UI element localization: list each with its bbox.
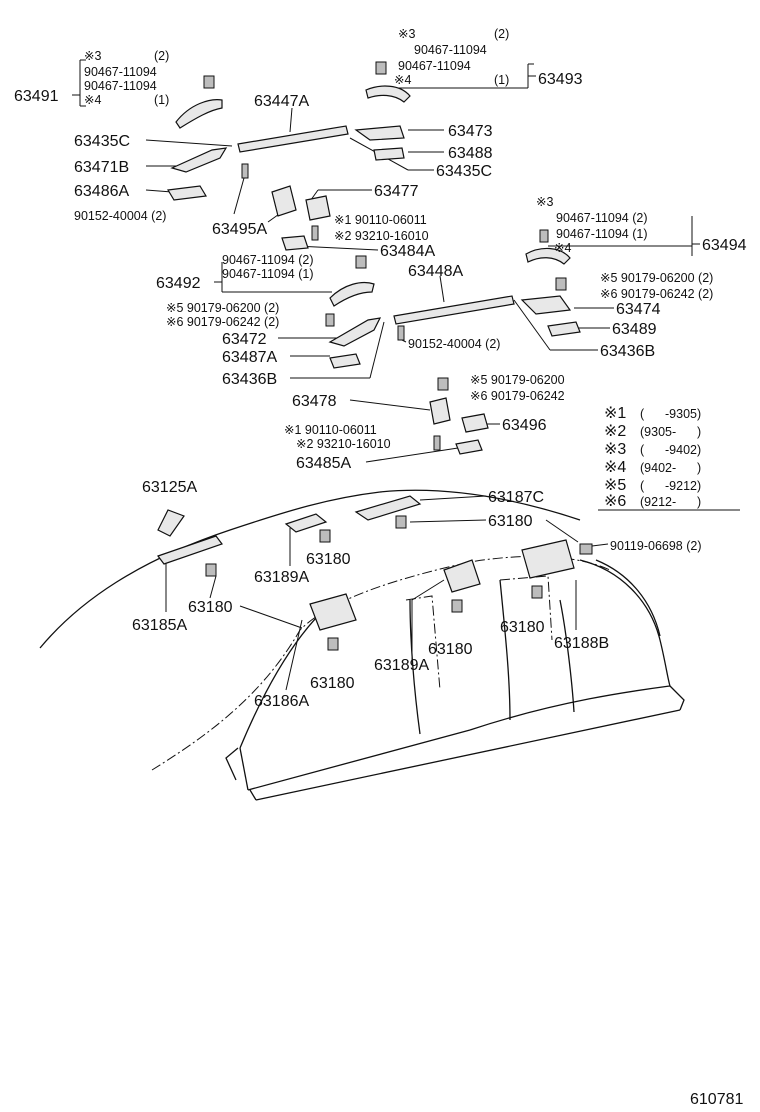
callout-tl-mark3: ※3 — [84, 49, 101, 63]
label-63188B: 63188B — [554, 635, 609, 652]
label-63489: 63489 — [612, 321, 657, 338]
label-63125A: 63125A — [142, 479, 197, 496]
callout-mid-part-b: 90467-11094 (1) — [222, 267, 314, 281]
callout-tr-mark3: ※3 — [398, 27, 415, 41]
callout-r-part1: 90467-11094 (2) — [556, 211, 648, 225]
label-63436B-right: 63436B — [600, 343, 655, 360]
callout-l-mark5: ※5 90179-06200 (2) — [166, 301, 279, 315]
legend-range-4: (9402- ) — [640, 461, 701, 475]
callout-tl-qty1: (1) — [154, 93, 169, 107]
label-63447A: 63447A — [254, 93, 309, 110]
label-63180-top: 63180 — [488, 513, 533, 530]
callout-r-mark3: ※3 — [536, 195, 553, 209]
legend-range-2: (9305- ) — [640, 425, 701, 439]
figure-number: 610781 — [690, 1091, 743, 1108]
label-63494: 63494 — [702, 237, 747, 254]
callout-tl-part2: 90467-11094 — [84, 79, 157, 93]
callout-tr-qty1: (1) — [494, 73, 509, 87]
legend-range-6: (9212- ) — [640, 495, 701, 509]
callout-c-bolt: 90152-40004 (2) — [408, 337, 500, 351]
label-63478: 63478 — [292, 393, 337, 410]
legend-mark-1: ※1 — [604, 405, 626, 422]
legend-mark-5: ※5 — [604, 477, 626, 494]
legend-range-3: ( -9402) — [640, 443, 701, 457]
label-63496: 63496 — [502, 417, 547, 434]
callout-tr-qty2: (2) — [494, 27, 509, 41]
callout-b-mark2: ※2 93210-16010 — [296, 437, 391, 451]
callout-l-mark6: ※6 90179-06242 (2) — [166, 315, 279, 329]
callout-mid-part-a: 90467-11094 (2) — [222, 253, 314, 267]
label-63180-left: 63180 — [188, 599, 233, 616]
label-63487A: 63487A — [222, 349, 277, 366]
label-63474: 63474 — [616, 301, 661, 318]
callout-r-mark4: ※4 — [554, 241, 571, 255]
callout-mid-mark2: ※2 93210-16010 — [334, 229, 429, 243]
callout-tr-part1: 90467-11094 — [414, 43, 487, 57]
callout-tl-qty2: (2) — [154, 49, 169, 63]
label-63187C: 63187C — [488, 489, 544, 506]
label-63484A: 63484A — [380, 243, 435, 260]
label-63486A: 63486A — [74, 183, 129, 200]
label-63472: 63472 — [222, 331, 267, 348]
label-63435C-right: 63435C — [436, 163, 492, 180]
label-63436B-left: 63436B — [222, 371, 277, 388]
part-labels: 63491 63447A 63435C 63473 63471B 63488 6… — [14, 71, 747, 710]
label-63448A: 63448A — [408, 263, 463, 280]
label-63189A-right: 63189A — [374, 657, 429, 674]
callout-tr-mark4: ※4 — [394, 73, 411, 87]
label-63492: 63492 — [156, 275, 201, 292]
legend-mark-3: ※3 — [604, 441, 626, 458]
legend-range-1: ( -9305) — [640, 407, 701, 421]
callout-bolt-right: 90119-06698 (2) — [610, 539, 702, 553]
label-63189A-left: 63189A — [254, 569, 309, 586]
callout-b-mark5: ※5 90179-06200 — [470, 373, 565, 387]
label-63471B: 63471B — [74, 159, 129, 176]
callout-l-bolt: 90152-40004 (2) — [74, 209, 166, 223]
legend: ※1 ( -9305) ※2 (9305- ) ※3 ( -9402) ※4 (… — [604, 405, 701, 510]
callout-r-part2: 90467-11094 (1) — [556, 227, 648, 241]
callout-tl-mark4: ※4 — [84, 93, 101, 107]
part-shapes — [157, 61, 593, 651]
legend-range-5: ( -9212) — [640, 479, 701, 493]
label-63488: 63488 — [448, 145, 493, 162]
callout-b-mark1: ※1 90110-06011 — [284, 423, 377, 437]
label-63473: 63473 — [448, 123, 493, 140]
callout-tl-part1: 90467-11094 — [84, 65, 157, 79]
label-63495A: 63495A — [212, 221, 267, 238]
car-body-outline — [39, 489, 685, 801]
legend-mark-6: ※6 — [604, 493, 626, 510]
callout-mid-mark1: ※1 90110-06011 — [334, 213, 427, 227]
label-63493: 63493 — [538, 71, 583, 88]
label-63435C-left: 63435C — [74, 133, 130, 150]
label-63180-center: 63180 — [428, 641, 473, 658]
label-63180-left-upper: 63180 — [306, 551, 351, 568]
callout-tr-part2: 90467-11094 — [398, 59, 471, 73]
label-63186A: 63186A — [254, 693, 309, 710]
legend-mark-2: ※2 — [604, 423, 626, 440]
label-63485A: 63485A — [296, 455, 351, 472]
label-63180-bottom: 63180 — [310, 675, 355, 692]
legend-mark-4: ※4 — [604, 459, 626, 476]
label-63477: 63477 — [374, 183, 419, 200]
callout-r-mark5: ※5 90179-06200 (2) — [600, 271, 713, 285]
label-63491: 63491 — [14, 88, 59, 105]
label-63185A: 63185A — [132, 617, 187, 634]
callouts: ※3 (2) 90467-11094 90467-11094 ※4 (1) ※3… — [74, 27, 713, 553]
callout-b-mark6: ※6 90179-06242 — [470, 389, 565, 403]
leader-lines — [72, 59, 740, 691]
callout-r-mark6: ※6 90179-06242 (2) — [600, 287, 713, 301]
label-63180-right: 63180 — [500, 619, 545, 636]
